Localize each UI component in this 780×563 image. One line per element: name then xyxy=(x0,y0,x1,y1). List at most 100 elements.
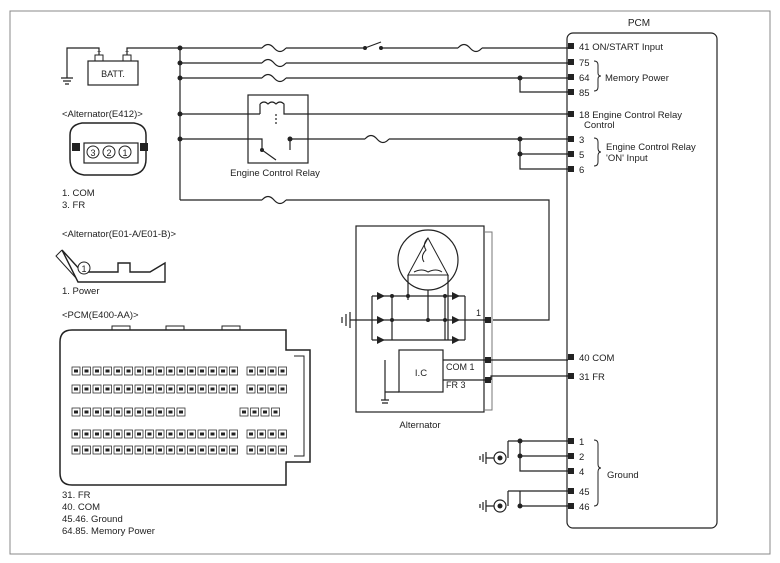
engine-control-relay: Engine Control Relay xyxy=(180,94,568,179)
connector-pin-contact xyxy=(137,387,141,391)
connector-pin-contact xyxy=(179,432,183,436)
connector-pin-contact xyxy=(168,448,173,452)
pin-marker-1 xyxy=(568,438,574,444)
connector-pin-contact xyxy=(200,369,204,373)
connector-pin-contact xyxy=(137,432,141,436)
pin-label-4: 4 xyxy=(579,467,584,478)
connector-pin-contact xyxy=(270,369,274,373)
relay-coil-icon xyxy=(180,101,568,115)
connector-pin-contact xyxy=(95,369,99,373)
connector-pin-contact xyxy=(210,387,215,391)
pin-label-45: 45 xyxy=(579,487,590,498)
connector-pin-contact xyxy=(84,410,89,414)
connector-pin-contact xyxy=(158,448,162,452)
fuse-icon xyxy=(261,195,287,205)
connector-e412: <Alternator(E412)> 3 2 1 1. COM 3. FR xyxy=(62,109,148,211)
ignition-switch-icon xyxy=(364,41,382,49)
connector-pin-contact xyxy=(74,387,78,391)
svg-text:3: 3 xyxy=(90,148,95,158)
pcm-pin-markers xyxy=(568,43,574,509)
connector-pin-contact xyxy=(231,387,236,391)
fuse-icon xyxy=(261,58,287,68)
memory-power-label: Memory Power xyxy=(605,73,669,84)
connector-pin-contact xyxy=(84,448,89,452)
connector-pin-contact xyxy=(147,432,152,436)
ecr-on-input-brace xyxy=(593,137,602,167)
on-start-circuit xyxy=(180,41,568,53)
connector-pin-contact xyxy=(263,410,267,414)
ecr-on-input-label-line2: 'ON' Input xyxy=(606,153,648,164)
pin-marker-4 xyxy=(568,468,574,474)
diode-icon xyxy=(377,336,385,344)
connector-pin-contact xyxy=(249,432,253,436)
diode-icon xyxy=(452,292,460,300)
connector-pin-contact xyxy=(231,369,236,373)
alternator-fr-terminal-label: FR 3 xyxy=(446,380,466,390)
connector-e412-legend-1: 1. COM xyxy=(62,188,95,199)
fuse-icon xyxy=(364,134,390,144)
connector-e412-legend-2: 3. FR xyxy=(62,200,85,211)
connector-pin-contact xyxy=(179,387,183,391)
connector-pin-contact xyxy=(280,432,285,436)
alternator-com-terminal xyxy=(485,357,491,363)
connector-pin-contact xyxy=(105,410,110,414)
connector-pin-contact xyxy=(84,387,89,391)
connector-pin-contact xyxy=(126,369,131,373)
ground-icon xyxy=(479,452,494,464)
connector-pin-contact xyxy=(116,387,120,391)
connector-pin-contact xyxy=(168,410,173,414)
connector-e400-body xyxy=(59,329,311,486)
connector-pin-contact xyxy=(95,410,99,414)
connector-pin-contact xyxy=(105,448,110,452)
fr-wire xyxy=(490,375,568,380)
fuse-icon xyxy=(457,43,483,53)
pin-marker-75 xyxy=(568,59,574,65)
alternator: Alternator 1 xyxy=(341,225,493,431)
pin-label-41: 41 ON/START Input xyxy=(579,42,663,53)
battery-ground-wire xyxy=(66,47,100,78)
alternator-b-terminal xyxy=(485,317,491,323)
connector-pin-contact xyxy=(179,410,183,414)
pin-label-3: 3 xyxy=(579,135,584,146)
connector-e400-legend-3: 45.46. Ground xyxy=(62,514,123,525)
connector-pin-contact xyxy=(158,432,162,436)
connector-pin-contact xyxy=(270,448,274,452)
battery-positive-wire xyxy=(126,47,180,55)
connector-e01-pin-1 xyxy=(77,261,91,275)
connector-pin-contact xyxy=(95,448,99,452)
connector-pin-contact xyxy=(137,369,141,373)
fuse-icon xyxy=(261,73,287,83)
svg-text:2: 2 xyxy=(106,148,111,158)
rectifier-bridge xyxy=(371,275,466,344)
connector-pin-contact xyxy=(74,410,78,414)
connector-pin-contact xyxy=(147,448,152,452)
connector-pin-contact xyxy=(137,448,141,452)
connector-pin-contact xyxy=(179,369,183,373)
pcm-title: PCM xyxy=(628,18,650,29)
connector-pin-contact xyxy=(95,387,99,391)
connector-pin-contact xyxy=(74,448,78,452)
pin-label-40: 40 COM xyxy=(579,353,614,364)
ground-circuit xyxy=(479,438,568,513)
alternator-fr-terminal xyxy=(485,377,491,383)
connector-pin-contact xyxy=(200,448,204,452)
connector-pin-contact xyxy=(147,387,152,391)
pin-label-5: 5 xyxy=(579,150,584,161)
connector-pin-contact xyxy=(116,369,120,373)
diode-icon xyxy=(377,316,385,324)
connector-pin-contact xyxy=(158,410,162,414)
connector-pin-contact xyxy=(252,410,257,414)
connector-pin-contact xyxy=(280,369,285,373)
memory-power-circuit xyxy=(180,58,568,93)
pin-marker-31 xyxy=(568,373,574,379)
connector-pin-contact xyxy=(259,432,264,436)
relay-box xyxy=(247,94,309,164)
connector-e400-title: <PCM(E400-AA)> xyxy=(62,310,139,321)
connector-pin-contact xyxy=(270,432,274,436)
connector-pin-contact xyxy=(259,448,264,452)
connector-pin-contact xyxy=(84,432,89,436)
pin-marker-40 xyxy=(568,354,574,360)
ground-brace xyxy=(593,439,602,507)
pin-label-1: 1 xyxy=(579,437,584,448)
alternator-ground-icon xyxy=(341,312,351,328)
